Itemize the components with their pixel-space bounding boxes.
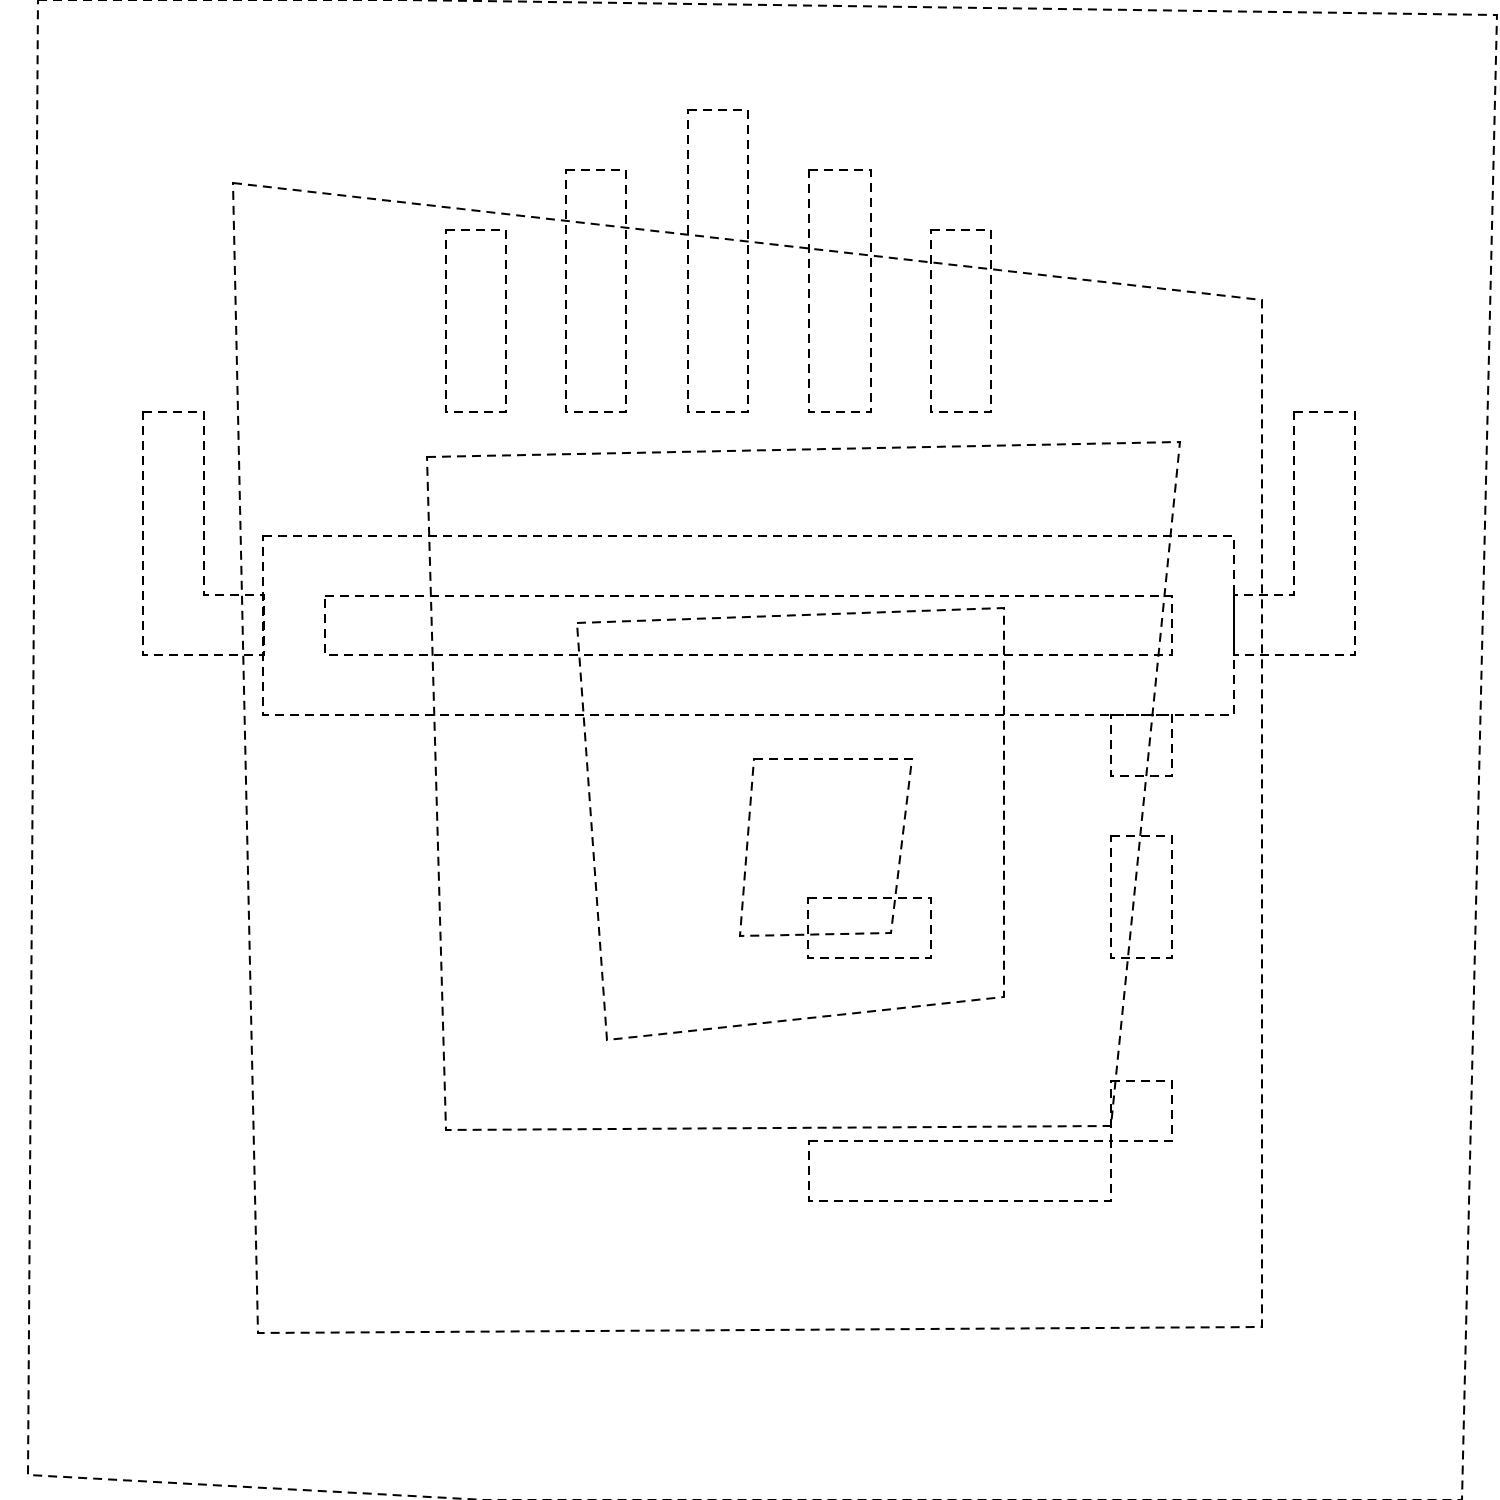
top-bar-3-shape xyxy=(687,109,749,413)
top-bar-2-shape xyxy=(565,169,627,413)
side-box-1-shape xyxy=(1110,714,1173,777)
top-bar-5-shape xyxy=(930,229,992,413)
top-bar-1-shape xyxy=(445,229,507,413)
small-box-shape xyxy=(807,897,932,959)
inner-band-shape xyxy=(324,595,1173,656)
wide-band-shape xyxy=(262,535,1235,716)
right-handle-shape xyxy=(1233,411,1356,656)
side-box-2-shape xyxy=(1110,835,1173,959)
bottom-bar-shape xyxy=(808,1140,1112,1202)
center-panel-shape xyxy=(575,606,1005,1042)
top-bar-4-shape xyxy=(808,169,872,413)
body-panel-shape xyxy=(231,181,1263,1335)
side-box-3-shape xyxy=(1110,1080,1173,1142)
center-box-shape xyxy=(738,758,914,938)
